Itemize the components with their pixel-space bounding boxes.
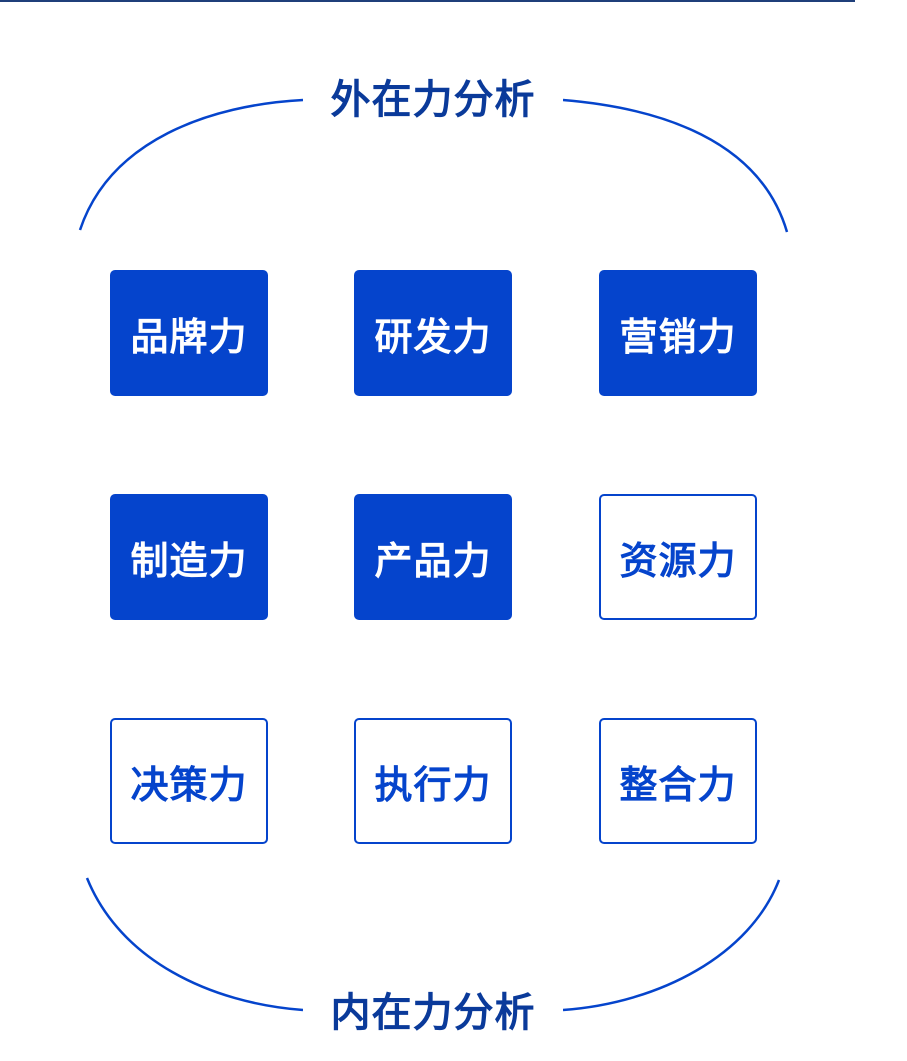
outer-arc-right	[562, 98, 789, 233]
box-execution: 执行力	[354, 718, 512, 844]
inner-arc-right	[562, 879, 781, 1012]
box-manufacturing: 制造力	[110, 494, 268, 620]
outer-arc-left	[78, 98, 304, 231]
box-resource: 资源力	[599, 494, 757, 620]
box-marketing: 营销力	[599, 270, 757, 396]
inner-arc-left	[85, 877, 304, 1012]
box-integration: 整合力	[599, 718, 757, 844]
top-divider-line	[0, 0, 855, 2]
inner-analysis-title: 内在力分析	[303, 983, 563, 1043]
outer-analysis-title: 外在力分析	[303, 70, 563, 130]
box-product: 产品力	[354, 494, 512, 620]
box-brand: 品牌力	[110, 270, 268, 396]
box-decision: 决策力	[110, 718, 268, 844]
box-rnd: 研发力	[354, 270, 512, 396]
